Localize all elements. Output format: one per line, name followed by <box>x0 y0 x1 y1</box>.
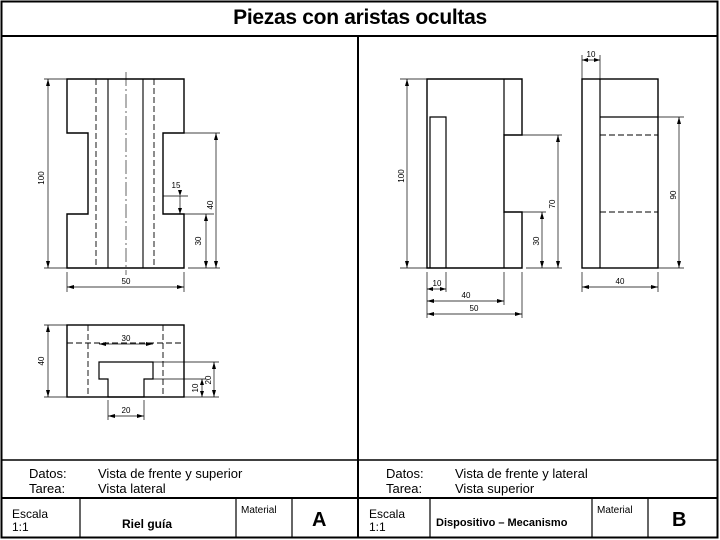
right-side-view <box>581 78 659 269</box>
dim-right-side-90: 90 <box>669 190 678 199</box>
right-escala-label: Escala <box>369 507 406 521</box>
right-front-dimensions <box>400 78 562 318</box>
left-tarea-label: Tarea: <box>29 481 66 496</box>
right-dimension-labels: 100 70 30 10 40 50 10 90 40 <box>397 50 678 313</box>
dim-left-100: 100 <box>37 171 46 185</box>
right-sheet-letter: B <box>672 509 687 531</box>
dim-right-100: 100 <box>397 169 406 183</box>
right-datos-value: Vista de frente y lateral <box>455 466 588 481</box>
dim-left-top-20b: 20 <box>122 406 131 415</box>
right-tarea-value: Vista superior <box>455 481 535 496</box>
right-tarea-label: Tarea: <box>386 481 423 496</box>
left-front-arrows <box>46 79 218 289</box>
left-top-view <box>66 324 185 398</box>
dim-left-top-10: 10 <box>191 383 200 392</box>
dim-left-50: 50 <box>122 277 131 286</box>
dim-left-40: 40 <box>206 200 215 209</box>
left-tarea-value: Vista lateral <box>98 481 166 496</box>
left-dimension-labels: 100 50 15 40 30 40 30 20 10 20 <box>37 171 215 415</box>
dim-right-70: 70 <box>548 199 557 208</box>
dim-right-40: 40 <box>462 291 471 300</box>
left-escala-label: Escala <box>12 507 49 521</box>
right-part-name: Dispositivo – Mecanismo <box>436 517 568 529</box>
left-front-dimensions <box>44 78 220 292</box>
left-part-name: Riel guía <box>122 517 173 531</box>
right-datos-label: Datos: <box>386 466 424 481</box>
left-material-label: Material <box>241 505 277 516</box>
left-datos-label: Datos: <box>29 466 67 481</box>
dim-left-15: 15 <box>172 181 181 190</box>
left-escala-value: 1:1 <box>12 520 29 534</box>
left-datos-value: Vista de frente y superior <box>98 466 243 481</box>
left-front-view <box>66 72 185 275</box>
dim-right-30: 30 <box>532 236 541 245</box>
dim-left-30: 30 <box>194 236 203 245</box>
right-escala-value: 1:1 <box>369 520 386 534</box>
left-top-dimensions <box>44 324 219 420</box>
dim-left-top-30: 30 <box>122 334 131 343</box>
right-side-dimensions <box>581 55 684 292</box>
dim-left-top-20a: 20 <box>204 375 213 384</box>
dim-right-10: 10 <box>433 279 442 288</box>
left-sheet-letter: A <box>312 509 327 531</box>
left-top-arrows <box>46 325 216 418</box>
dim-left-top-40: 40 <box>37 356 46 365</box>
dim-right-side-40: 40 <box>616 277 625 286</box>
right-side-arrows <box>582 58 681 289</box>
right-material-label: Material <box>597 505 633 516</box>
right-front-view <box>426 78 523 269</box>
dim-right-50: 50 <box>470 304 479 313</box>
dim-right-side-10: 10 <box>587 50 596 59</box>
page-title: Piezas con aristas ocultas <box>233 6 487 29</box>
right-front-arrows <box>405 79 560 316</box>
